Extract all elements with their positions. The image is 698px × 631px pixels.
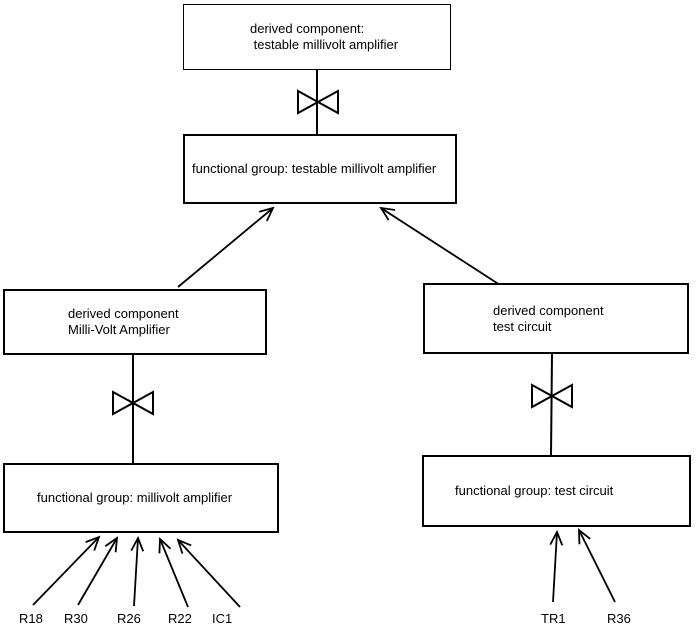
node-functional-group-test-circuit: functional group: test circuit [422,455,691,527]
node-text-line: testable millivolt amplifier [250,37,399,52]
leaf-label-r30: R30 [64,611,88,626]
node-text-line: functional group: testable millivolt amp… [192,161,437,176]
leaf-label-tr1: TR1 [541,611,566,626]
node-text-line: functional group: millivolt amplifier [37,490,233,505]
bowtie-connector-icon [531,383,573,409]
leaf-label-r36: R36 [607,611,631,626]
arrow-r18-fgmv [32,535,101,606]
node-derived-component-testable-millivolt-amplifier: derived component: testable millivolt am… [183,4,451,70]
arrow-r36-fgtc [578,528,616,603]
leaf-label-r18: R18 [19,611,43,626]
arrow-derivedmv-fgtestable [177,206,275,288]
arrow-ic1-fgmv [176,538,241,608]
leaf-label-ic1: IC1 [212,611,233,626]
bowtie-connector-icon [112,390,154,416]
leaf-label-r22: R22 [168,611,192,626]
node-text-line: derived component: [250,21,365,36]
node-functional-group-millivolt-amplifier: functional group: millivolt amplifier [3,463,279,533]
node-text-line: Milli-Volt Amplifier [68,322,170,337]
arrow-r22-fgmv [158,537,189,608]
node-text-line: derived component [68,306,179,321]
connector-derivedtc-fgtc [550,353,553,456]
node-derived-component-milli-volt-amplifier: derived component Milli-Volt Amplifier [3,289,267,355]
node-derived-component-test-circuit: derived component test circuit [423,283,689,354]
node-text-line: derived component [493,302,604,318]
arrow-derivedtc-fgtestable [379,206,501,286]
leaf-label-r26: R26 [117,611,141,626]
arrow-r26-fgmv [130,535,145,607]
node-text-line: functional group: test circuit [455,483,614,498]
bowtie-connector-icon [297,89,339,115]
node-functional-group-testable-millivolt-amplifier: functional group: testable millivolt amp… [183,134,457,204]
node-text-line: test circuit [493,318,552,334]
arrow-tr1-fgtc [549,529,564,603]
arrow-r30-fgmv [77,536,119,606]
